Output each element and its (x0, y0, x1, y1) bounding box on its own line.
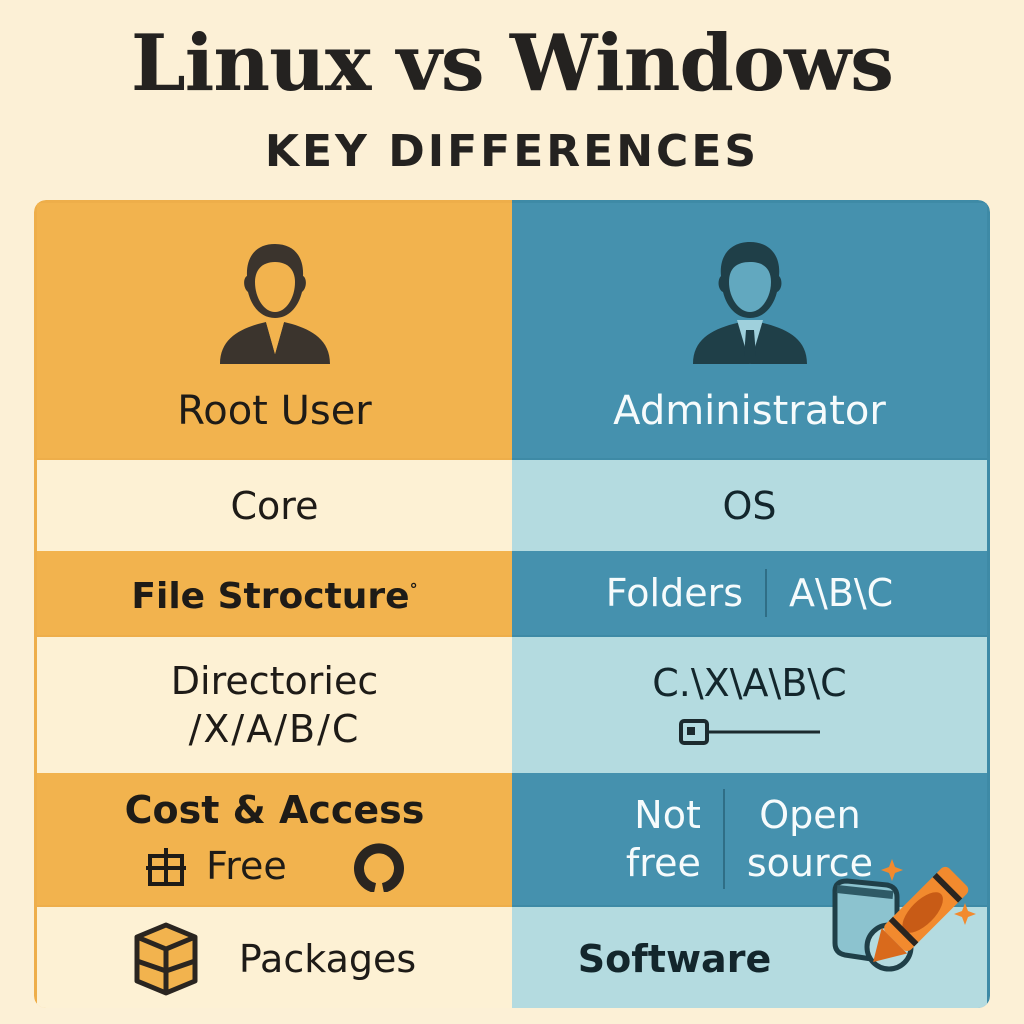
package-box-icon (134, 922, 198, 996)
user-avatar-icon (219, 243, 330, 364)
linux-free-text: Free (206, 844, 287, 888)
page-title: Linux vs Windows (130, 18, 894, 109)
linux-cost-title: Cost & Access (124, 788, 425, 832)
registered-mark: ° (409, 579, 418, 599)
linux-core-text: Core (230, 483, 319, 528)
usb-cable-icon (678, 719, 820, 745)
admin-avatar-icon (692, 241, 807, 364)
divider (765, 569, 768, 617)
page-subtitle: KEY DIFFERENCES (264, 126, 760, 177)
linux-column: Root User Core File Strocture° Directori… (34, 200, 512, 1008)
windows-os-text: OS (722, 483, 777, 528)
grid-box-icon (146, 848, 187, 886)
linux-header-cell: Root User (37, 203, 512, 458)
windows-open-text: Open (759, 793, 861, 837)
linux-file-structure-text: File Strocture (131, 575, 410, 617)
divider (722, 789, 725, 889)
windows-row-os: OS (512, 458, 987, 551)
linux-packages-text: Packages (238, 937, 417, 981)
linux-directories-text: Directoriec (170, 659, 379, 703)
windows-software-text: Software (577, 937, 772, 981)
linux-row-packages: Packages (37, 905, 512, 1008)
crayon-icon (832, 859, 976, 972)
windows-folders-text: Folders (605, 571, 744, 615)
windows-row-path: C.\X\A\B\C (512, 635, 987, 773)
windows-folders-path: A\B\C (789, 571, 894, 615)
linux-path-text: /X/A/B/C (188, 707, 361, 751)
linux-row-directories: Directoriec /X/A/B/C (37, 635, 512, 773)
windows-row-software: Software (512, 859, 987, 1008)
comparison-table: Root User Core File Strocture° Directori… (34, 200, 990, 1008)
linux-row-core: Core (37, 458, 512, 551)
windows-free-text: free (625, 841, 701, 885)
open-ring-icon (353, 843, 404, 892)
windows-column: Administrator OS Folders A\B\C C.\X\A\B\… (512, 200, 990, 1008)
windows-not-text: Not (634, 793, 701, 837)
windows-header-cell: Administrator (512, 203, 987, 458)
windows-source-text: source (746, 841, 874, 885)
linux-row-cost: Cost & Access Free (37, 773, 512, 905)
windows-row-folders: Folders A\B\C (512, 551, 987, 635)
windows-header-label: Administrator (613, 387, 886, 434)
windows-row-cost: Not free Open source (512, 773, 987, 905)
linux-header-label: Root User (177, 387, 372, 434)
windows-path-text: C.\X\A\B\C (652, 661, 847, 705)
linux-row-file-structure: File Strocture° (37, 551, 512, 635)
